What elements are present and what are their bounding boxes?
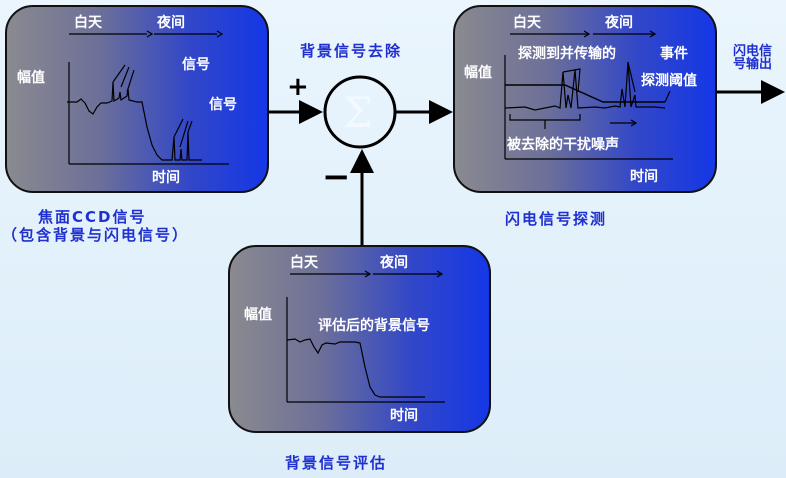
night-label: 夜间 [157,15,185,31]
input-caption-sub: （包含背景与闪电信号） [2,226,190,244]
input-signal-box: 白天 夜间 信号 信号 幅值 时间 [5,5,269,193]
amplitude-label: 幅值 [17,70,45,86]
day-label: 白天 [74,15,102,31]
signal-label: 信号 [182,57,210,73]
background-plot [286,270,445,403]
input-caption: 焦面CCD信号 [38,208,147,226]
output-label: 闪电信 号输出 [733,45,772,71]
signal-label: 信号 [209,97,237,113]
time-label: 时间 [630,169,658,185]
background-estimation-box: 白天 夜间 幅值 评估后的背景信号 时间 [228,245,491,433]
amplitude-label: 幅值 [464,65,492,81]
detection-box: 白天 夜间 探测到并传输的 事件 探测阈值 幅值 被去除的干扰噪声 时间 [453,5,717,193]
day-label: 白天 [290,255,318,271]
day-label: 白天 [513,15,541,31]
detection-plot [504,30,673,160]
time-label: 时间 [390,408,418,424]
input-signal-plot [67,30,229,165]
minus-sign: − [322,157,351,197]
detection-caption: 闪电信号探测 [505,210,608,228]
night-label: 夜间 [605,15,633,31]
sum-circle [323,75,397,149]
output-label-line2: 号输出 [733,57,773,72]
event-label: 事件 [660,46,688,62]
night-label: 夜间 [380,255,408,271]
threshold-label: 探测阈值 [641,73,697,89]
background-caption: 背景信号评估 [285,454,388,472]
plus-sign: + [287,72,309,102]
detected-label: 探测到并传输的 [518,46,616,62]
removed-noise-label: 被去除的干扰噪声 [507,137,619,153]
output-label-line1: 闪电信 [733,44,773,59]
sigma-symbol: Σ [343,88,373,137]
sum-title: 背景信号去除 [300,42,403,60]
amplitude-label: 幅值 [244,307,272,323]
time-label: 时间 [152,170,180,186]
estimated-background-label: 评估后的背景信号 [318,318,430,334]
